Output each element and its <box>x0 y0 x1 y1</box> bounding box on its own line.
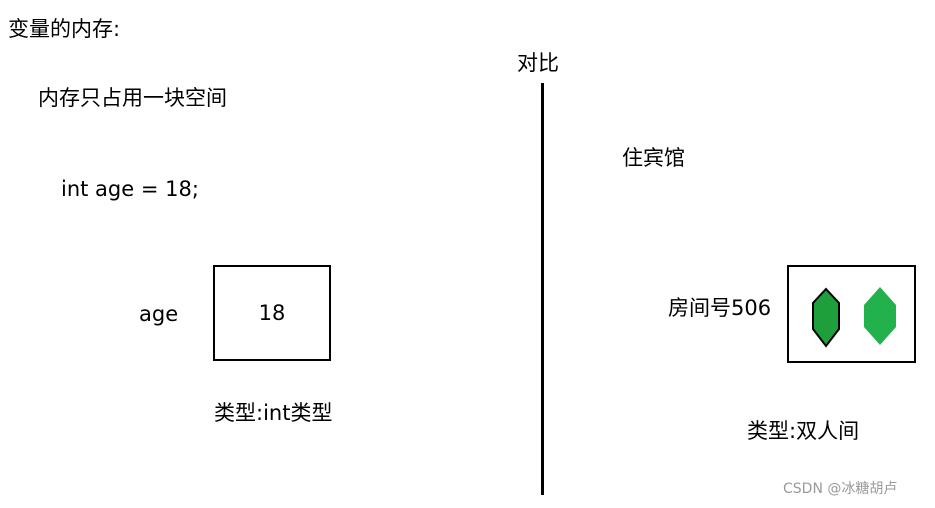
room-number-label: 房间号506 <box>668 296 772 320</box>
occupant-icon-light <box>864 287 896 345</box>
code-statement: int age = 18; <box>61 177 199 201</box>
watermark: CSDN @冰糖胡卢 <box>783 481 898 497</box>
compare-label: 对比 <box>517 51 559 75</box>
memory-description: 内存只占用一块空间 <box>38 86 227 110</box>
memory-box: 18 <box>213 265 331 361</box>
variable-type-label: 类型:int类型 <box>214 401 333 425</box>
room-box <box>787 265 916 363</box>
room-type-label: 类型:双人间 <box>747 419 860 443</box>
page-title: 变量的内存: <box>8 17 121 41</box>
occupant-icon-dark <box>812 287 840 348</box>
variable-name-label: age <box>139 302 179 326</box>
memory-value: 18 <box>258 300 286 325</box>
room-occupants <box>812 287 896 348</box>
divider-line <box>541 83 544 495</box>
hotel-heading: 住宾馆 <box>622 146 685 170</box>
